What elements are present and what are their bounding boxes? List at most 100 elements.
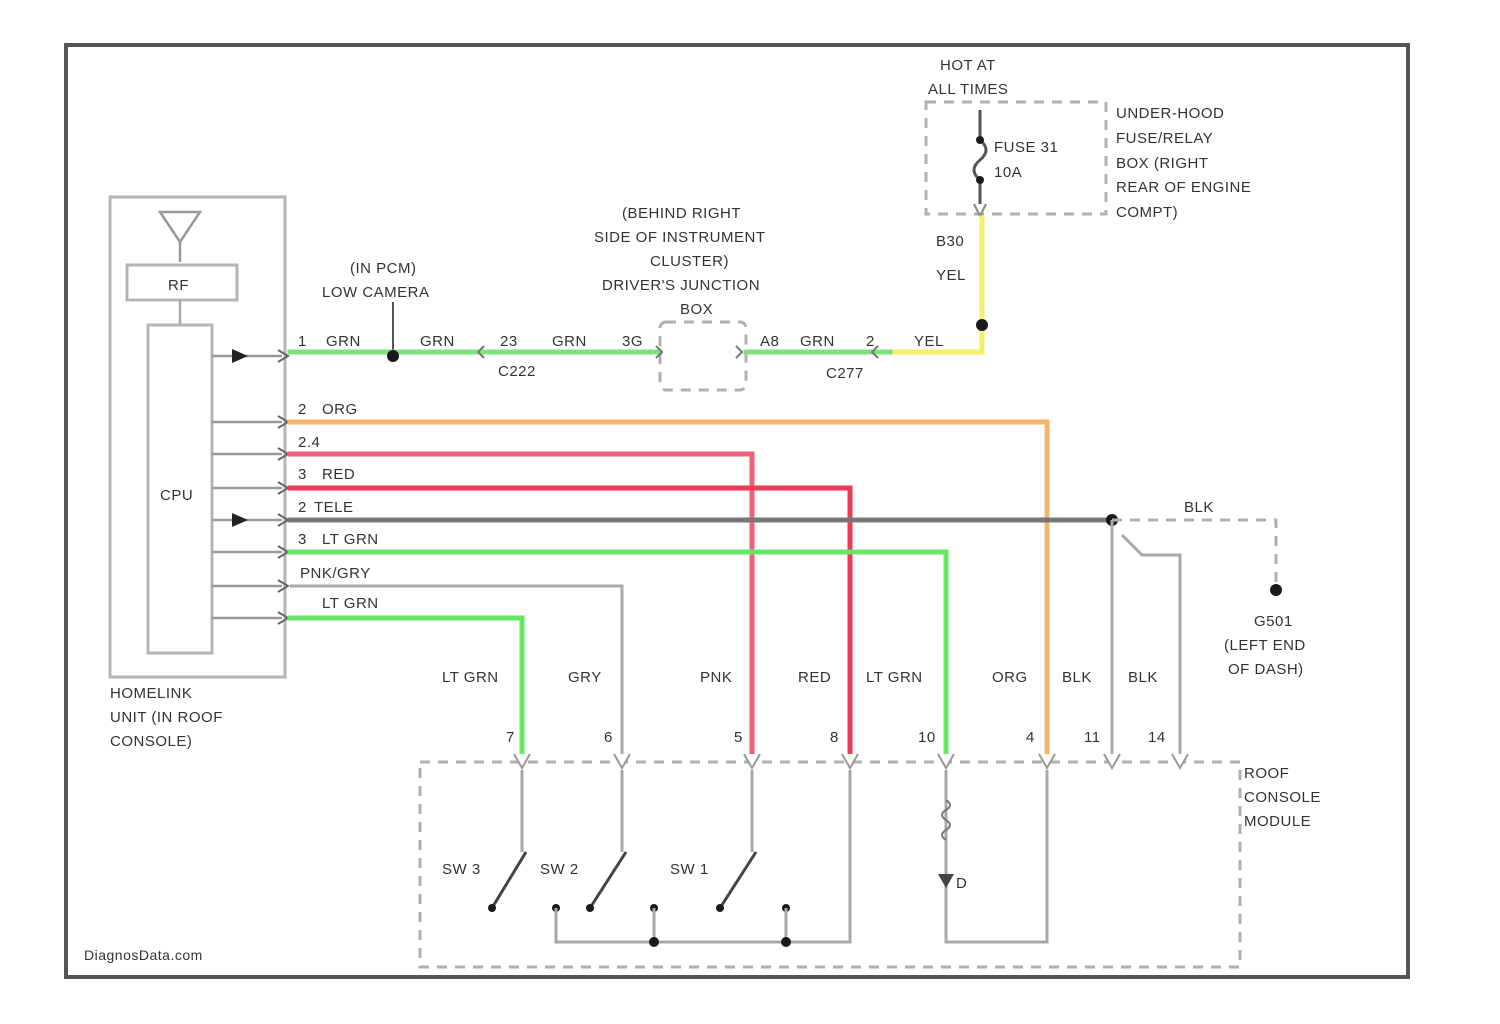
module-wire-label: BLK [1128,669,1158,686]
antenna-icon [160,212,200,262]
junction-label-line: DRIVER'S JUNCTION [602,277,760,294]
hot-label-1: HOT AT [940,57,996,74]
module-pin-number: 10 [918,729,936,746]
led-circuit [946,770,1047,942]
splice-dot [649,937,659,947]
fuse-wire-label-circuit: B30 [936,233,964,250]
splice-dot [387,350,399,362]
pin-number: 3 [298,531,307,548]
roof-console-module: ROOF CONSOLE MODULE SW 3 SW 2 SW 1 D [420,754,1321,967]
switch-label: SW 3 [442,861,481,878]
connector-pin-label: 23 [500,333,518,350]
lt-grn-wire [290,618,522,755]
module-label-line: CONSOLE [1244,789,1321,806]
module-wire-label: PNK [700,669,732,686]
pin-number: 2 [298,499,307,516]
ground-location-line: OF DASH) [1228,661,1304,678]
junction-label-line: (BEHIND RIGHT [622,205,741,222]
red-wire [290,488,850,755]
module-wire-label: GRY [568,669,602,686]
fuse-box-label-line: REAR OF ENGINE [1116,179,1251,196]
hot-label-2: ALL TIMES [928,81,1008,98]
switch-lever [492,852,756,908]
fuse-box-label-line: BOX (RIGHT [1116,155,1209,172]
ground-dot [1270,584,1282,596]
module-label-line: MODULE [1244,813,1311,830]
switch-feed [522,770,752,852]
fuse-box-label-line: UNDER-HOOD [1116,105,1224,122]
pin-wire-label: ORG [322,401,358,418]
pin-stubs [212,349,288,624]
connector-pin-label: A8 [760,333,779,350]
module-wire-labels: LT GRN GRY PNK RED LT GRN ORG BLK BLK 7 … [442,669,1166,746]
fuse-box-label-line: COMPT) [1116,204,1178,221]
pin-labels: 2 ORG 2.4 3 RED 2 TELE 3 LT GRN PNK/GRY … [298,401,379,612]
fuse-box-label-line: FUSE/RELAY [1116,130,1213,147]
module-wire-label: RED [798,669,831,686]
ground-wire-label: BLK [1184,499,1214,516]
wire-color-label: GRN [326,333,361,350]
cpu-label: CPU [160,487,193,504]
fuse-box-outline [926,102,1106,214]
connector-pin-label: 3G [622,333,643,350]
module-pin-number: 11 [1084,729,1101,746]
module-wire-label: LT GRN [866,669,923,686]
splice-dot [781,937,791,947]
ground-location-line: (LEFT END [1224,637,1306,654]
fuse-rating: 10A [994,164,1022,181]
wire-color-label: GRN [800,333,835,350]
junction-label-line: CLUSTER) [650,253,729,270]
splice-label-line-1: (IN PCM) [350,260,417,277]
pin-wire-label: LT GRN [322,531,379,548]
pin-wire-label: LT GRN [322,595,379,612]
module-wire-label: ORG [992,669,1028,686]
junction-label-line: SIDE OF INSTRUMENT [594,229,766,246]
pin-number: 2 [298,401,307,418]
splice-label-line-2: LOW CAMERA [322,284,430,301]
splice-dot [976,319,988,331]
fuse-block: HOT AT ALL TIMES FUSE 31 10A UNDER-HOOD … [926,57,1251,284]
ground-name: G501 [1254,613,1293,630]
arrow-icon [232,513,248,527]
arrow-icon [232,349,248,363]
module-pin-number: 4 [1026,729,1035,746]
connector-label: C222 [498,363,536,380]
fuse-name: FUSE 31 [994,139,1058,156]
module-pin-number: 5 [734,729,743,746]
module-wire-label: BLK [1062,669,1092,686]
connector-label: C277 [826,365,864,382]
switch-common-bus [556,770,850,942]
junction-box-outline [660,322,746,390]
diode-icon [938,874,954,888]
switch-label: SW 2 [540,861,579,878]
watermark: DiagnosData.com [84,947,203,963]
rf-label: RF [168,277,189,294]
homelink-caption-line: UNIT (IN ROOF [110,709,223,726]
ground-dashed-wire [1112,520,1276,585]
org-wire [290,422,1047,755]
connector-pin-label: 2 [866,333,875,350]
module-pin-number: 14 [1148,729,1166,746]
module-pin-number: 7 [506,729,515,746]
homelink-caption-line: HOMELINK [110,685,192,702]
homelink-unit: RF CPU HOMELINK UNIT (IN ROOF CONSOLE) [110,197,285,750]
module-pin-number: 6 [604,729,613,746]
diode-label: D [956,875,967,892]
wire-color-label: GRN [552,333,587,350]
junction-label-line: BOX [680,301,713,318]
fuse-symbol [974,110,986,206]
module-wire-label: LT GRN [442,669,499,686]
wire-color-label: GRN [420,333,455,350]
fuse-wire-label-color: YEL [936,267,966,284]
pin-number: 3 [298,466,307,483]
pin-wire-label: PNK/GRY [300,565,371,582]
wire-pin-label: 1 [298,333,307,350]
homelink-caption-line: CONSOLE) [110,733,192,750]
junction-box: (BEHIND RIGHT SIDE OF INSTRUMENT CLUSTER… [594,205,766,390]
module-pin-number: 8 [830,729,839,746]
switch-label: SW 1 [670,861,709,878]
homelink-outline [110,197,285,677]
pin-wire-label: TELE [314,499,354,516]
blk-leg [1122,535,1180,755]
